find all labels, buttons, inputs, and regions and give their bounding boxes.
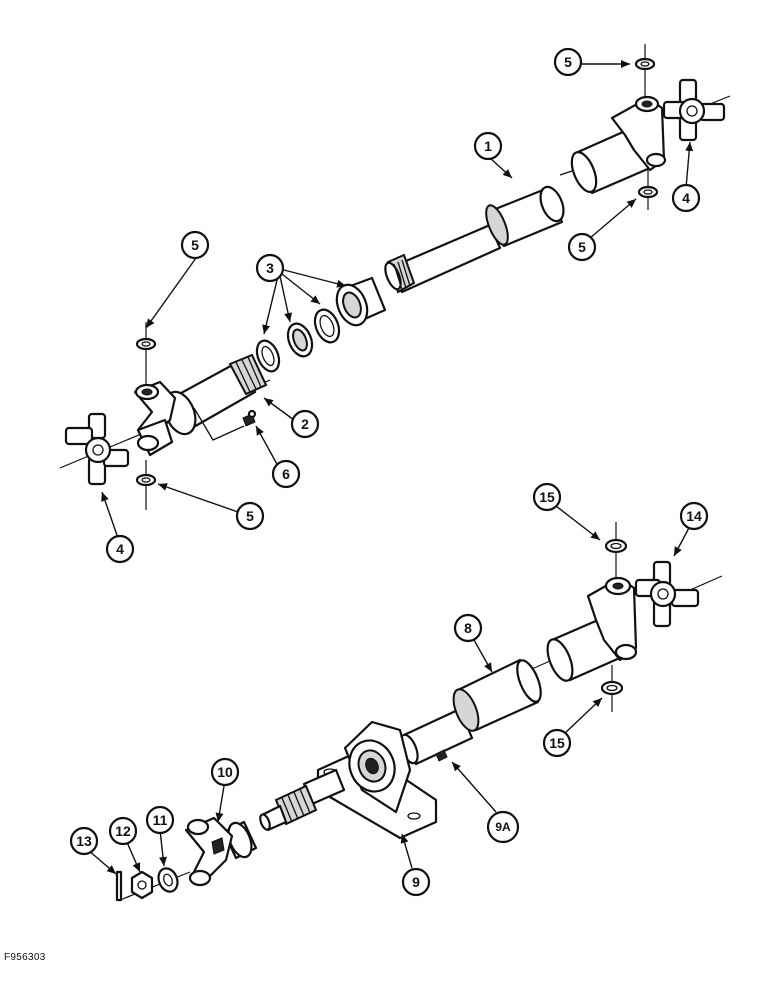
grease-fitting-part-6 — [193, 407, 257, 441]
callout-14-label: 14 — [686, 508, 702, 524]
callout-3-label: 3 — [266, 260, 274, 276]
seal-rings-upper-right — [634, 44, 659, 210]
callout-2-label: 2 — [301, 416, 309, 432]
callout-8: 8 — [453, 613, 483, 643]
seal-rings-upper-left — [135, 322, 157, 510]
leader-lines — [87, 60, 694, 875]
seal-rings-part-15 — [600, 522, 628, 712]
figure-code: F956303 — [4, 952, 46, 963]
callout-5-label: 5 — [191, 237, 199, 253]
nut-part-12 — [130, 870, 154, 900]
shaft-tube-part-1 — [384, 126, 652, 294]
callout-13: 13 — [69, 826, 99, 856]
callout-9-label: 9 — [412, 874, 420, 890]
callout-10-label: 10 — [217, 764, 233, 780]
callout-10: 10 — [210, 757, 240, 787]
callout-5-label: 5 — [246, 508, 254, 524]
callout-4-left: 4 — [105, 534, 135, 564]
callout-6-label: 6 — [282, 466, 290, 482]
callout-9a: 9A — [486, 810, 520, 844]
universal-joint-cross-upper-right — [662, 78, 726, 142]
grease-fitting-part-9a — [435, 749, 448, 762]
pillow-block-bearing-part-9 — [316, 720, 438, 840]
callout-14: 14 — [679, 501, 709, 531]
callout-11: 11 — [145, 805, 175, 835]
callout-6: 6 — [271, 459, 301, 489]
callout-5-label: 5 — [578, 239, 586, 255]
callout-1: 1 — [473, 131, 503, 161]
slip-yoke-part-2 — [133, 353, 268, 457]
callout-8-label: 8 — [464, 620, 472, 636]
callout-12-label: 12 — [115, 823, 131, 839]
lower-right-yoke — [586, 576, 638, 662]
callout-5-upper-left: 5 — [180, 230, 210, 260]
callout-1-label: 1 — [484, 138, 492, 154]
companion-yoke-part-10 — [184, 816, 258, 887]
universal-joint-cross-upper-left — [64, 412, 130, 486]
callout-5-label: 5 — [564, 54, 572, 70]
callout-15-bottom: 15 — [542, 728, 572, 758]
callout-5-mid-right: 5 — [567, 232, 597, 262]
callout-13-label: 13 — [76, 833, 92, 849]
upper-right-yoke — [610, 95, 667, 172]
callout-5-top-right: 5 — [553, 47, 583, 77]
universal-joint-cross-part-14 — [634, 560, 700, 628]
callout-5-lower-left: 5 — [235, 501, 265, 531]
callout-9a-label: 9A — [495, 820, 511, 834]
washer-part-11 — [157, 867, 179, 893]
callout-9: 9 — [401, 867, 431, 897]
callout-4-right: 4 — [671, 183, 701, 213]
callout-15-top: 15 — [532, 482, 562, 512]
callout-3: 3 — [255, 253, 285, 283]
callout-4-label: 4 — [682, 190, 690, 206]
callout-15-label: 15 — [539, 489, 555, 505]
cotter-pin-part-13 — [115, 870, 123, 902]
shaft-tube-part-8 — [399, 615, 624, 766]
callout-15-label: 15 — [549, 735, 565, 751]
seal-and-nut-set-part-3 — [255, 276, 387, 373]
callout-11-label: 11 — [153, 812, 168, 828]
callout-12: 12 — [108, 816, 138, 846]
callout-2: 2 — [290, 409, 320, 439]
callout-4-label: 4 — [116, 541, 124, 557]
splined-stub-shaft — [259, 768, 346, 832]
